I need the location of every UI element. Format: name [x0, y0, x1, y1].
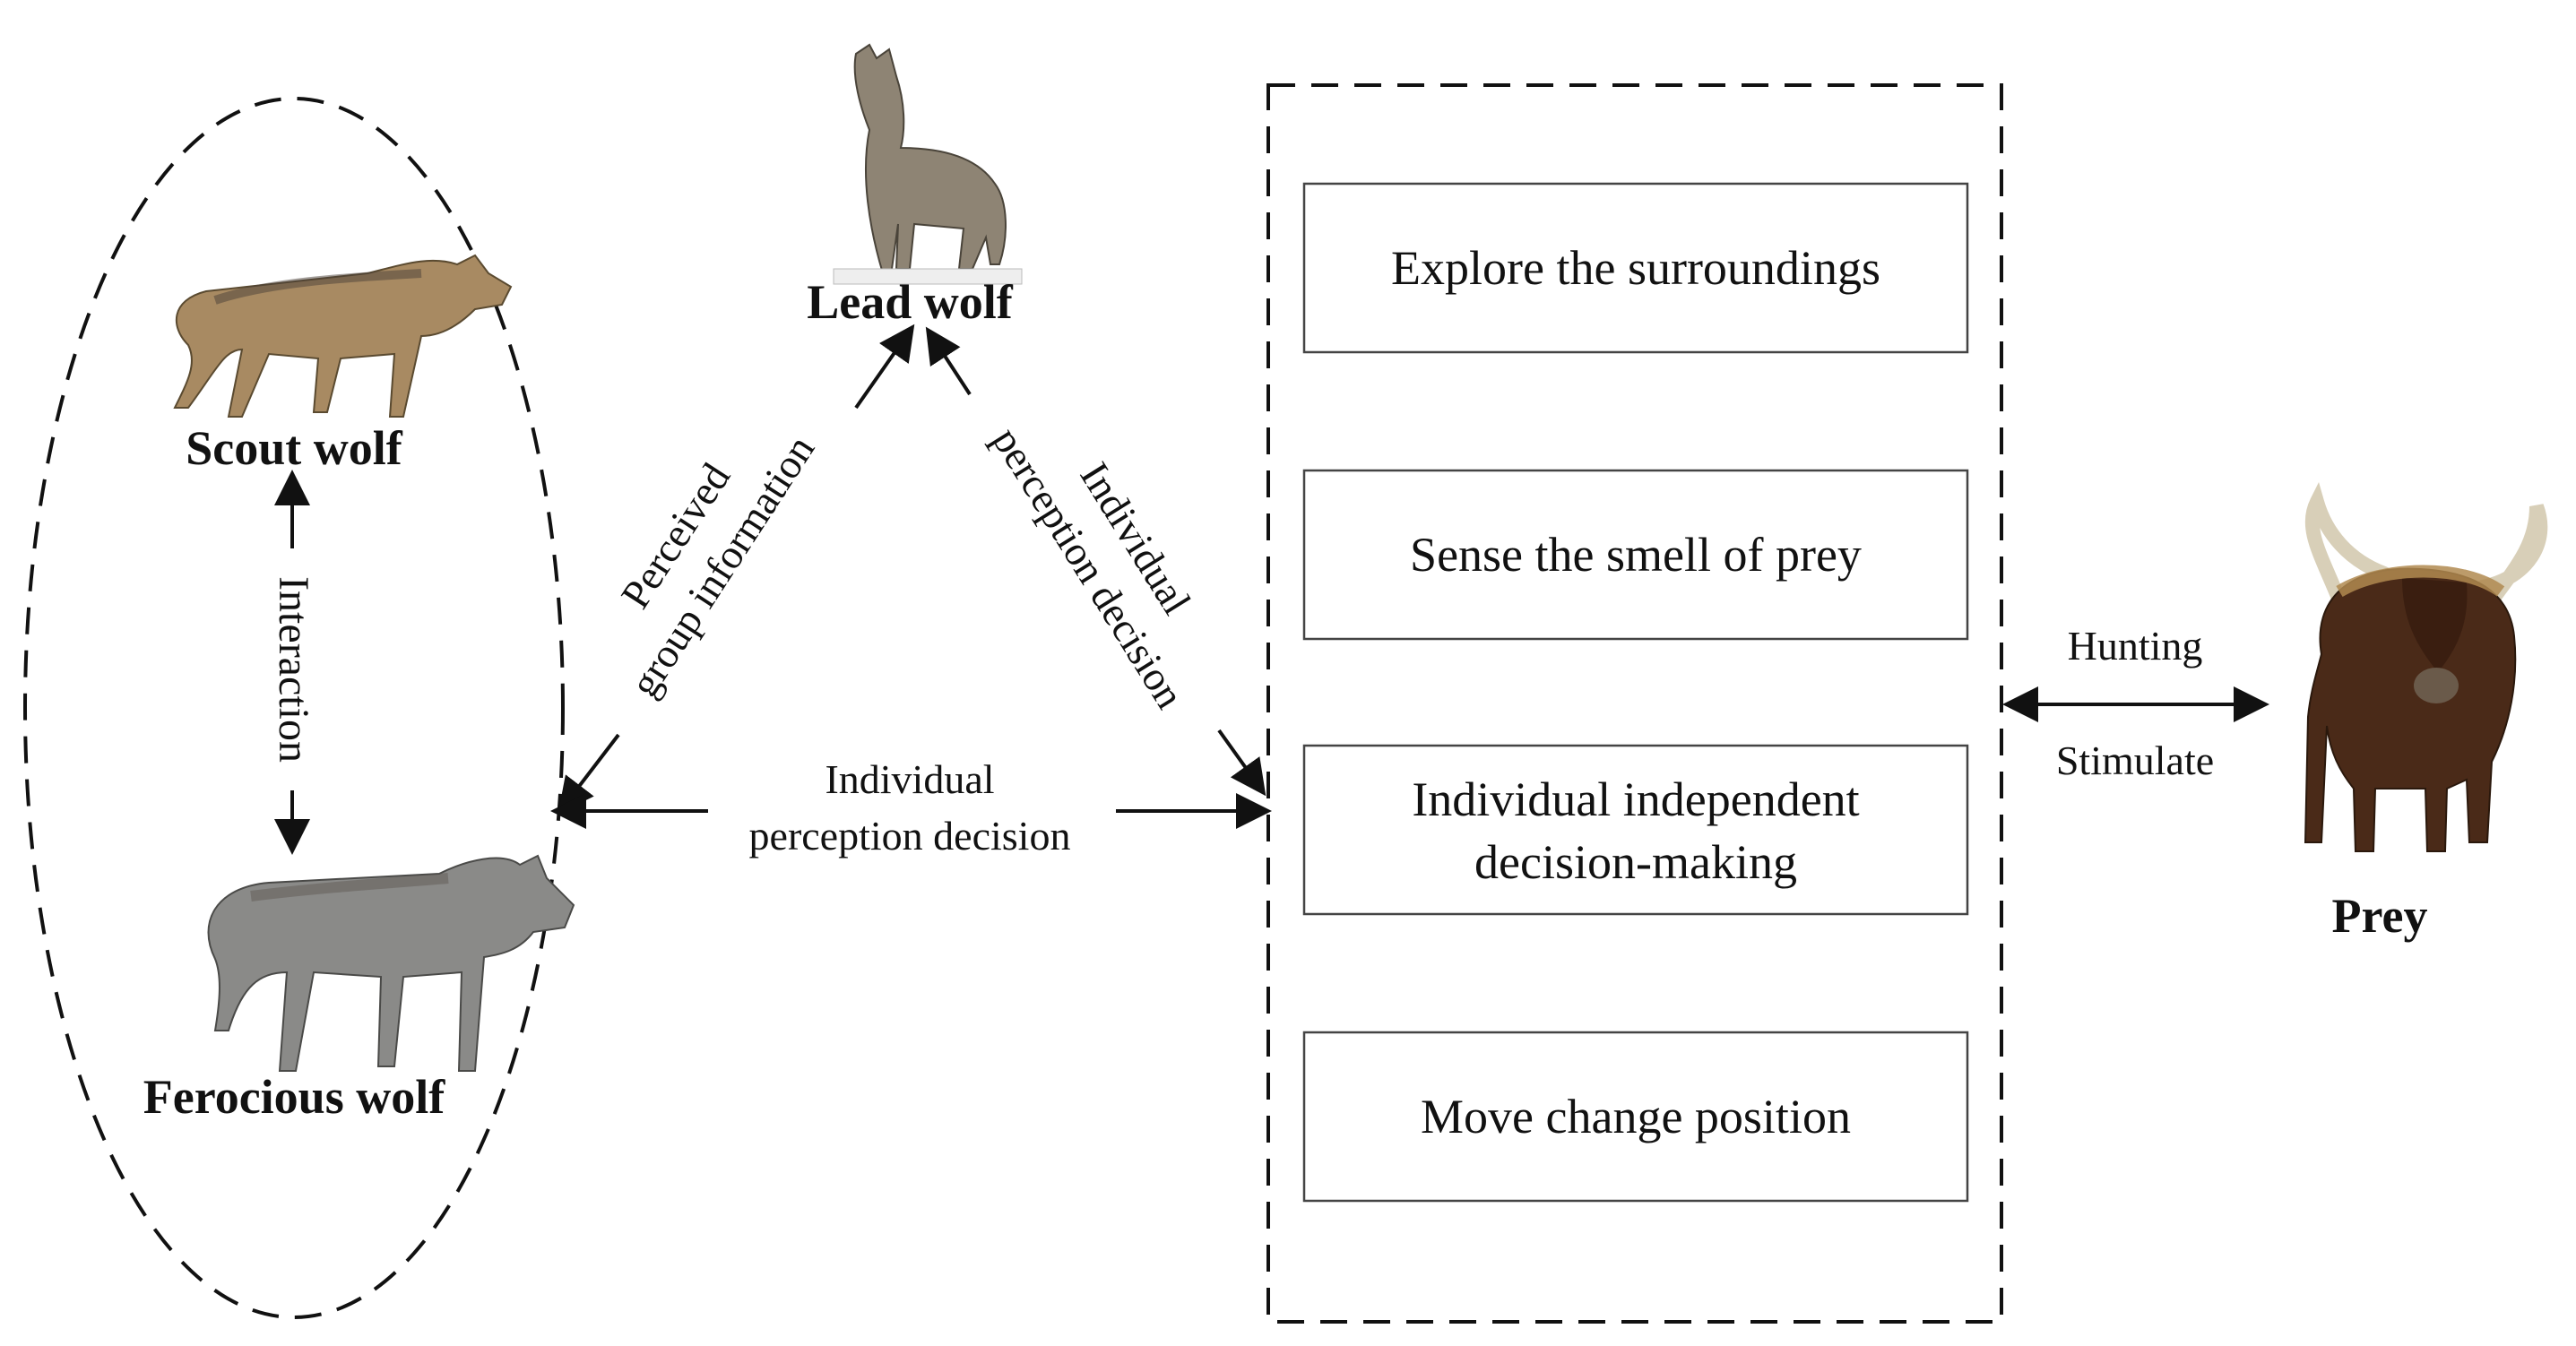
hunting-label: Hunting: [2068, 623, 2203, 669]
wolf-group-ellipse: [23, 97, 565, 1319]
explore-label: Explore the surroundings: [1391, 241, 1880, 295]
individual-decision-line1: Individual independent: [1412, 772, 1859, 826]
perceived-group-arrow: [854, 324, 915, 410]
move-box: [1302, 1031, 1969, 1203]
stimulate-label: Stimulate: [2056, 738, 2214, 783]
yak-icon: [2304, 482, 2548, 852]
interaction-label-bg: [272, 548, 314, 790]
scout-wolf-icon: [173, 254, 513, 418]
perceived-group-arrow-lower: [558, 733, 620, 815]
perceived-group-label: Perceived group information: [612, 427, 824, 705]
move-label: Move change position: [1421, 1090, 1851, 1143]
ferocious-wolf-icon: [207, 854, 575, 1072]
individual-bottom-line2: perception decision: [749, 813, 1071, 859]
behavior-group-box: [1266, 83, 2003, 1324]
individual-right-arrow-upper: [925, 326, 972, 396]
howling-wolf-icon: [833, 43, 1023, 285]
individual-right-label: Individual perception decision: [984, 419, 1200, 716]
scout-wolf-label: Scout wolf: [186, 421, 403, 475]
lead-wolf-label: Lead wolf: [807, 275, 1014, 329]
individual-bottom-line1: Individual: [825, 756, 994, 802]
sense-label: Sense the smell of prey: [1410, 528, 1862, 582]
prey-label: Prey: [2332, 889, 2428, 943]
sense-box: [1302, 469, 1969, 641]
individual-decision-box: [1302, 744, 1969, 916]
explore-box: [1302, 182, 1969, 354]
interaction-label: Interaction: [270, 576, 317, 763]
individual-decision-line2: decision-making: [1474, 835, 1797, 889]
ferocious-wolf-label: Ferocious wolf: [143, 1070, 445, 1124]
individual-right-arrow-lower: [1217, 729, 1266, 797]
